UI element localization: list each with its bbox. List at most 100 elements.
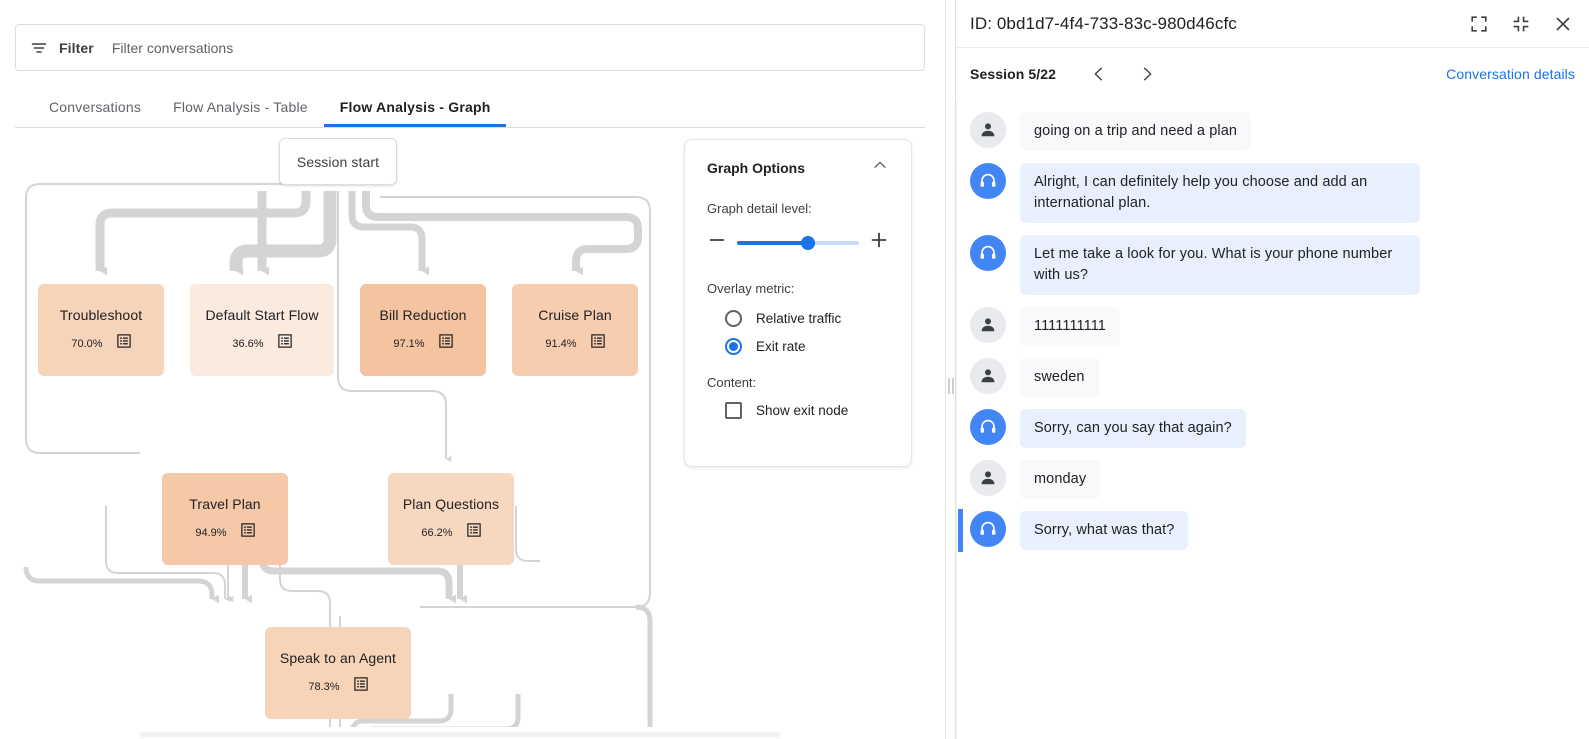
node-percentage: 94.9%	[195, 526, 227, 539]
filter-label: Filter	[59, 39, 94, 56]
graph-node-default-start-flow[interactable]: Default Start Flow 36.6%	[190, 284, 334, 376]
session-navigation: Session 5/22 Conversation details	[956, 48, 1589, 100]
node-meta: 91.4%	[545, 334, 605, 353]
radio-label: Exit rate	[756, 339, 806, 354]
message-row: sweden	[956, 352, 1589, 403]
plus-icon[interactable]	[869, 230, 889, 255]
filter-input[interactable]: Filter conversations	[111, 39, 234, 56]
node-label: Default Start Flow	[205, 307, 319, 323]
node-meta: 97.1%	[393, 334, 453, 353]
chevron-left-icon[interactable]	[1088, 63, 1110, 85]
message-row: Let me take a look for you. What is your…	[956, 229, 1589, 301]
node-meta: 36.6%	[232, 334, 292, 353]
list-icon[interactable]	[277, 334, 292, 353]
list-icon[interactable]	[116, 334, 131, 353]
message-row-highlighted: Sorry, what was that?	[956, 505, 1589, 556]
radio-relative-traffic[interactable]: Relative traffic	[725, 310, 889, 327]
tab-flow-analysis-graph[interactable]: Flow Analysis - Graph	[323, 88, 507, 127]
message-row: 1111111111	[956, 301, 1589, 352]
slider-thumb[interactable]	[800, 235, 815, 250]
user-avatar-icon	[970, 112, 1006, 148]
graph-node-cruise-plan[interactable]: Cruise Plan 91.4%	[512, 284, 638, 376]
list-icon[interactable]	[590, 334, 605, 353]
scrollbar-thumb[interactable]	[140, 732, 780, 737]
node-label: Speak to an Agent	[279, 650, 397, 666]
tab-flow-analysis-table[interactable]: Flow Analysis - Table	[173, 99, 308, 115]
radio-exit-rate[interactable]: Exit rate	[725, 338, 889, 355]
close-icon[interactable]	[1551, 12, 1575, 36]
agent-avatar-icon	[970, 511, 1006, 547]
list-icon[interactable]	[240, 523, 255, 542]
message-text: Alright, I can definitely help you choos…	[1020, 163, 1420, 223]
graph-node-bill-reduction[interactable]: Bill Reduction 97.1%	[360, 284, 486, 376]
content-label: Content:	[707, 375, 757, 390]
node-meta: 94.9%	[195, 523, 255, 542]
node-percentage: 36.6%	[232, 337, 264, 350]
user-avatar-icon	[970, 460, 1006, 496]
agent-avatar-icon	[970, 163, 1006, 199]
fullscreen-collapse-icon[interactable]	[1509, 12, 1533, 36]
tab-bar: Conversations Flow Analysis - Table Flow…	[15, 88, 925, 128]
graph-detail-level-slider[interactable]	[737, 235, 859, 250]
minus-icon[interactable]	[707, 230, 727, 255]
list-icon[interactable]	[466, 523, 481, 542]
conversation-details-link[interactable]: Conversation details	[1446, 66, 1575, 82]
radio-icon[interactable]	[725, 310, 742, 327]
message-row: going on a trip and need a plan	[956, 106, 1589, 157]
graph-options-title: Graph Options	[707, 159, 805, 176]
chevron-up-icon[interactable]	[871, 156, 889, 179]
checkbox-icon[interactable]	[725, 402, 742, 419]
conversation-panel: ID: 0bd1d7-4f4-733-83c-980d46cfc	[956, 0, 1589, 739]
checkbox-show-exit-node[interactable]: Show exit node	[725, 402, 889, 419]
node-label: Cruise Plan	[538, 307, 612, 323]
node-label: Travel Plan	[189, 496, 261, 512]
node-label: Troubleshoot	[59, 307, 143, 323]
message-text: Let me take a look for you. What is your…	[1020, 235, 1420, 295]
node-percentage: 91.4%	[545, 337, 577, 350]
user-avatar-icon	[970, 307, 1006, 343]
graph-options-panel: Graph Options Graph detail level:	[684, 139, 912, 467]
chevron-right-icon[interactable]	[1136, 63, 1158, 85]
checkbox-label: Show exit node	[756, 403, 849, 418]
user-avatar-icon	[970, 358, 1006, 394]
graph-detail-level-label: Graph detail level:	[707, 201, 812, 216]
session-nav-arrows	[1088, 63, 1158, 85]
tab-conversations[interactable]: Conversations	[49, 99, 142, 115]
graph-detail-level-slider-row	[707, 230, 889, 255]
node-meta: 78.3%	[308, 677, 368, 696]
filter-icon	[30, 39, 48, 57]
graph-node-speak-to-an-agent[interactable]: Speak to an Agent 78.3%	[265, 627, 411, 719]
radio-icon-selected[interactable]	[725, 338, 742, 355]
message-text: Sorry, can you say that again?	[1020, 409, 1246, 448]
list-icon[interactable]	[438, 334, 453, 353]
fullscreen-expand-icon[interactable]	[1467, 12, 1491, 36]
node-percentage: 70.0%	[71, 337, 103, 350]
node-meta: 70.0%	[71, 334, 131, 353]
flow-graph-canvas[interactable]: Session start Troubleshoot 70.0%	[0, 129, 945, 727]
message-text: 1111111111	[1020, 307, 1120, 346]
agent-avatar-icon	[970, 235, 1006, 271]
message-text: Sorry, what was that?	[1020, 511, 1189, 550]
message-text: monday	[1020, 460, 1101, 499]
message-row: Alright, I can definitely help you choos…	[956, 157, 1589, 229]
horizontal-scrollbar[interactable]	[0, 730, 945, 739]
graph-options-header[interactable]: Graph Options	[707, 156, 889, 179]
message-row: monday	[956, 454, 1589, 505]
graph-node-troubleshoot[interactable]: Troubleshoot 70.0%	[38, 284, 164, 376]
message-text: sweden	[1020, 358, 1099, 397]
graph-node-travel-plan[interactable]: Travel Plan 94.9%	[162, 473, 288, 565]
list-icon[interactable]	[353, 677, 368, 696]
graph-node-plan-questions[interactable]: Plan Questions 66.2%	[388, 473, 514, 565]
node-percentage: 66.2%	[421, 526, 453, 539]
drag-grip-icon[interactable]	[948, 378, 953, 394]
conversation-id: ID: 0bd1d7-4f4-733-83c-980d46cfc	[970, 13, 1237, 33]
flow-analysis-pane: Filter Filter conversations Conversation…	[0, 24, 945, 739]
node-meta: 66.2%	[421, 523, 481, 542]
graph-node-session-start[interactable]: Session start	[279, 138, 397, 185]
filter-bar[interactable]: Filter Filter conversations	[15, 24, 925, 71]
node-percentage: 97.1%	[393, 337, 425, 350]
panel-scroll-line	[956, 100, 957, 739]
node-label: Session start	[296, 153, 380, 170]
pane-resize-handle[interactable]	[945, 0, 956, 739]
